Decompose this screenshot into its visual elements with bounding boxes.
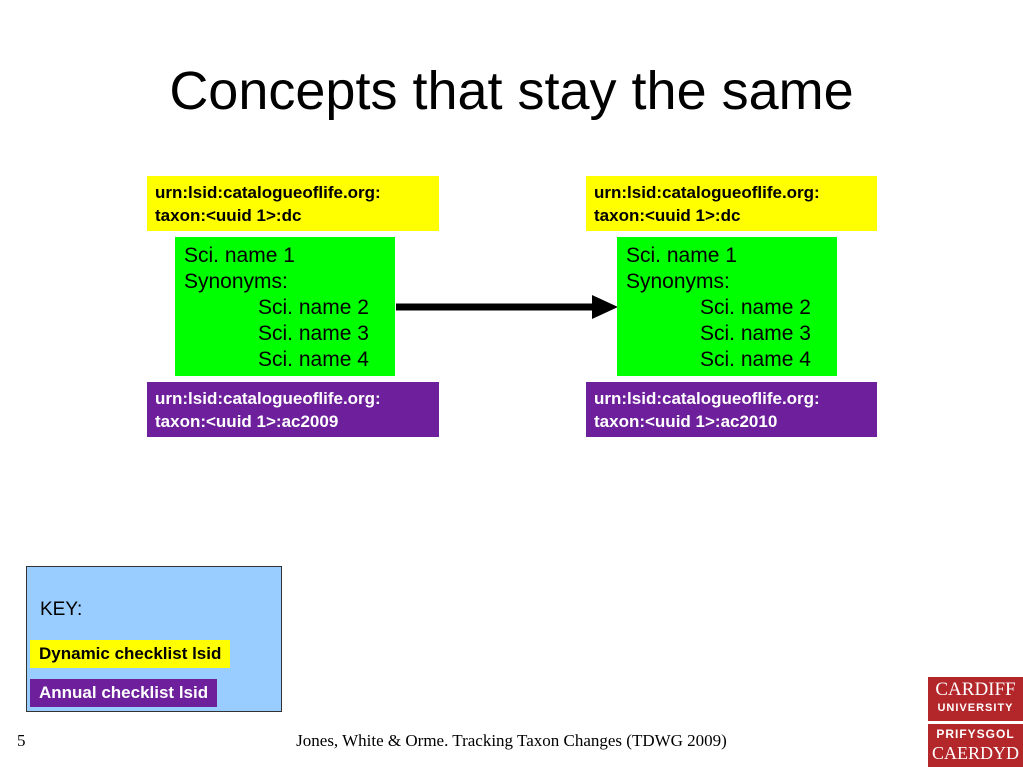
key-dynamic-swatch: Dynamic checklist lsid xyxy=(30,640,231,668)
slide-title: Concepts that stay the same xyxy=(169,61,854,121)
key-label: KEY: xyxy=(40,599,83,620)
lsid-line: taxon:<uuid 1>:dc xyxy=(594,206,741,225)
left-annual-lsid: urn:lsid:catalogueoflife.org: taxon:<uui… xyxy=(147,382,439,437)
lsid-line: urn:lsid:catalogueoflife.org: xyxy=(594,389,820,408)
lsid-line: taxon:<uuid 1>:ac2010 xyxy=(594,412,778,431)
logo-text: CARDIFF xyxy=(935,679,1016,700)
lsid-line: urn:lsid:catalogueoflife.org: xyxy=(155,389,381,408)
lsid-line: urn:lsid:catalogueoflife.org: xyxy=(594,183,820,202)
key-panel: KEY: Dynamic checklist lsid Annual check… xyxy=(26,566,282,712)
logo-text: PRIFYSGOL xyxy=(936,727,1015,741)
synonym-item: Sci. name 3 xyxy=(700,322,811,345)
synonyms-label: Synonyms: xyxy=(626,270,730,293)
logo-top-block: CARDIFF UNIVERSITY xyxy=(928,677,1023,721)
logo-text: UNIVERSITY xyxy=(937,702,1014,714)
right-annual-lsid: urn:lsid:catalogueoflife.org: taxon:<uui… xyxy=(586,382,877,437)
taxon-name: Sci. name 1 xyxy=(184,244,295,267)
cardiff-university-logo: CARDIFF UNIVERSITY PRIFYSGOL CAERDYD xyxy=(928,677,1023,767)
logo-bottom-block: PRIFYSGOL CAERDYD xyxy=(928,724,1023,767)
taxon-name: Sci. name 1 xyxy=(626,244,737,267)
lsid-line: taxon:<uuid 1>:ac2009 xyxy=(155,412,339,431)
synonyms-label: Synonyms: xyxy=(184,270,288,293)
left-dynamic-lsid: urn:lsid:catalogueoflife.org: taxon:<uui… xyxy=(147,176,439,231)
left-taxon-box: Sci. name 1 Synonyms: Sci. name 2 Sci. n… xyxy=(175,237,395,376)
key-annual-swatch: Annual checklist lsid xyxy=(30,679,218,707)
concept-arrow xyxy=(396,295,618,319)
slide-number: 5 xyxy=(17,731,26,750)
synonym-item: Sci. name 4 xyxy=(700,348,811,371)
logo-text: CAERDYD xyxy=(931,743,1019,763)
synonym-item: Sci. name 2 xyxy=(258,296,369,319)
right-taxon-box: Sci. name 1 Synonyms: Sci. name 2 Sci. n… xyxy=(617,237,837,376)
synonym-item: Sci. name 4 xyxy=(258,348,369,371)
synonym-item: Sci. name 3 xyxy=(258,322,369,345)
right-dynamic-lsid: urn:lsid:catalogueoflife.org: taxon:<uui… xyxy=(586,176,877,231)
synonym-item: Sci. name 2 xyxy=(700,296,811,319)
footer-citation: Jones, White & Orme. Tracking Taxon Chan… xyxy=(296,731,727,750)
lsid-line: urn:lsid:catalogueoflife.org: xyxy=(155,183,381,202)
lsid-line: taxon:<uuid 1>:dc xyxy=(155,206,302,225)
arrow-head xyxy=(592,295,618,319)
